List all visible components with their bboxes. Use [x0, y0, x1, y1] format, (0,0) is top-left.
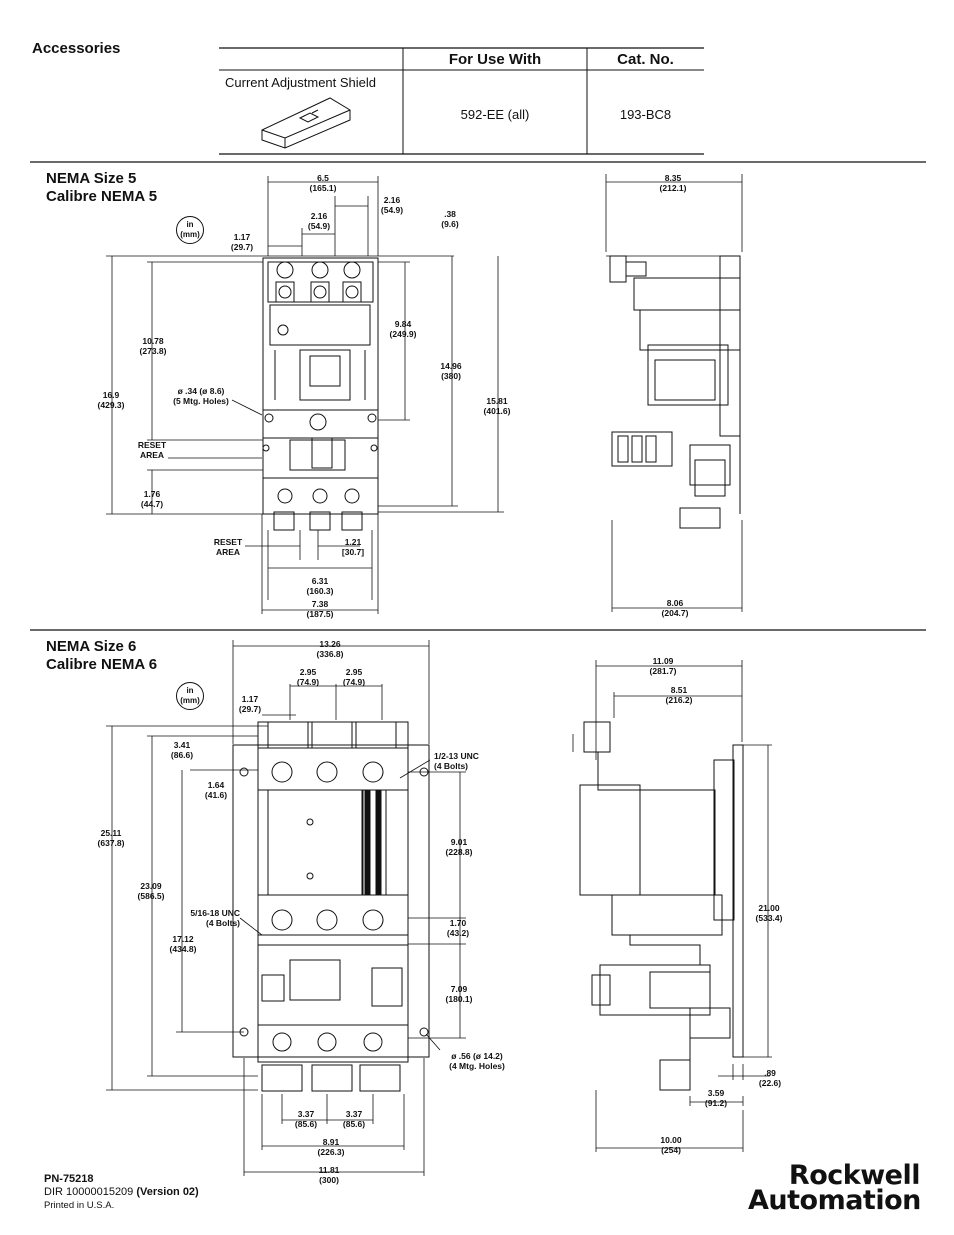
- dir-line: DIR 10000015209 (Version 02): [44, 1186, 199, 1198]
- dim-label: 1.21[30.7]: [341, 537, 365, 557]
- dim-label: 9.84(249.9): [389, 319, 417, 339]
- dim-label: 2.16(54.9): [380, 195, 404, 215]
- size5-front-view: [262, 257, 379, 531]
- dim-label: 8.91(226.3): [317, 1137, 345, 1157]
- accessory-for-use-with: 592-EE (all): [460, 107, 530, 122]
- dim-label: 8.35(212.1): [659, 173, 687, 193]
- dim-label: 11.81(300): [318, 1165, 340, 1185]
- col-for-use-with: For Use With: [448, 51, 542, 68]
- dim-label: 11.09(281.7): [649, 656, 677, 676]
- dim-label: 21.00(533.4): [755, 903, 783, 923]
- dim-label: 3.59(91.2): [704, 1088, 728, 1108]
- size6-title: NEMA Size 6 Calibre NEMA 6: [46, 638, 158, 673]
- accessory-cat-no: 193-BC8: [619, 107, 672, 122]
- dim-label: 10.78(273.8): [139, 336, 167, 356]
- dim-label: 17.12(434.8): [169, 934, 197, 954]
- dim-label: 6.5(165.1): [309, 173, 337, 193]
- dim-label: 15.81(401.6): [483, 396, 511, 416]
- dim-label: 2.95(74.9): [342, 667, 366, 687]
- size5-title: NEMA Size 5 Calibre NEMA 5: [46, 170, 158, 205]
- part-number: PN-75218: [44, 1173, 94, 1185]
- dim-label: .38(9.6): [441, 209, 459, 229]
- accessories-heading: Accessories: [32, 40, 121, 57]
- size5-side-dimensions: [605, 174, 743, 612]
- dim-label: 13.26(336.8): [316, 639, 344, 659]
- size6-bolts-note-mid: 5/16-18 UNC(4 Bolts): [190, 908, 240, 928]
- dim-label: 23.09(586.5): [137, 881, 165, 901]
- dim-label: 2.16(54.9): [307, 211, 331, 231]
- dim-label: 7.38(187.5): [306, 599, 334, 619]
- footer-part-info: PN-75218 DIR 10000015209 (Version 02) Pr…: [44, 1173, 199, 1212]
- rockwell-automation-logo: Rockwell Automation: [748, 1160, 921, 1216]
- dim-label: 10.00(254): [660, 1135, 682, 1155]
- dim-label: 14.96(380): [440, 361, 462, 381]
- dim-label: 1.76(44.7): [140, 489, 164, 509]
- size6-mounting-holes-note: ø .56 (ø 14.2)(4 Mtg. Holes): [449, 1051, 505, 1071]
- dim-label: 16.9(429.3): [97, 390, 125, 410]
- dim-label: 7.09(180.1): [445, 984, 473, 1004]
- size6-front-dimensions: [106, 640, 466, 1176]
- printed-in: Printed in U.S.A.: [44, 1200, 115, 1211]
- dim-label: 2.95(74.9): [296, 667, 320, 687]
- shield-illustration: [261, 97, 351, 149]
- dim-label: 3.37(85.6): [342, 1109, 366, 1129]
- dim-label: 9.01(228.8): [445, 837, 473, 857]
- dim-label: 1.70(43.2): [446, 918, 470, 938]
- accessory-item-name: Current Adjustment Shield: [225, 75, 377, 90]
- dim-label: .89(22.6): [758, 1068, 782, 1088]
- size6-bolts-note-top: 1/2-13 UNC(4 Bolts): [434, 751, 479, 771]
- dim-label: 1.64(41.6): [204, 780, 228, 800]
- dim-label: 1.17(29.7): [238, 694, 262, 714]
- size6-side-view: [579, 721, 744, 1091]
- size5-side-view: [609, 255, 741, 529]
- size6-front-view: [232, 721, 430, 1092]
- dim-label: 6.31(160.3): [306, 576, 334, 596]
- size5-front-dimensions: [106, 176, 504, 614]
- size5-mounting-holes-note: ø .34 (ø 8.6)(5 Mtg. Holes): [173, 386, 229, 406]
- dim-label: 1.17(29.7): [230, 232, 254, 252]
- size5-unit-badge: in(mm): [176, 216, 204, 244]
- dim-label: 8.06(204.7): [661, 598, 689, 618]
- dim-label: 3.41(86.6): [170, 740, 194, 760]
- dim-label: 3.37(85.6): [294, 1109, 318, 1129]
- size6-side-dimensions: [572, 660, 772, 1152]
- dim-label: 25.11(637.8): [97, 828, 125, 848]
- size6-unit-badge: in(mm): [176, 682, 204, 710]
- col-cat-no: Cat. No.: [617, 51, 674, 68]
- dim-label: 8.51(216.2): [665, 685, 693, 705]
